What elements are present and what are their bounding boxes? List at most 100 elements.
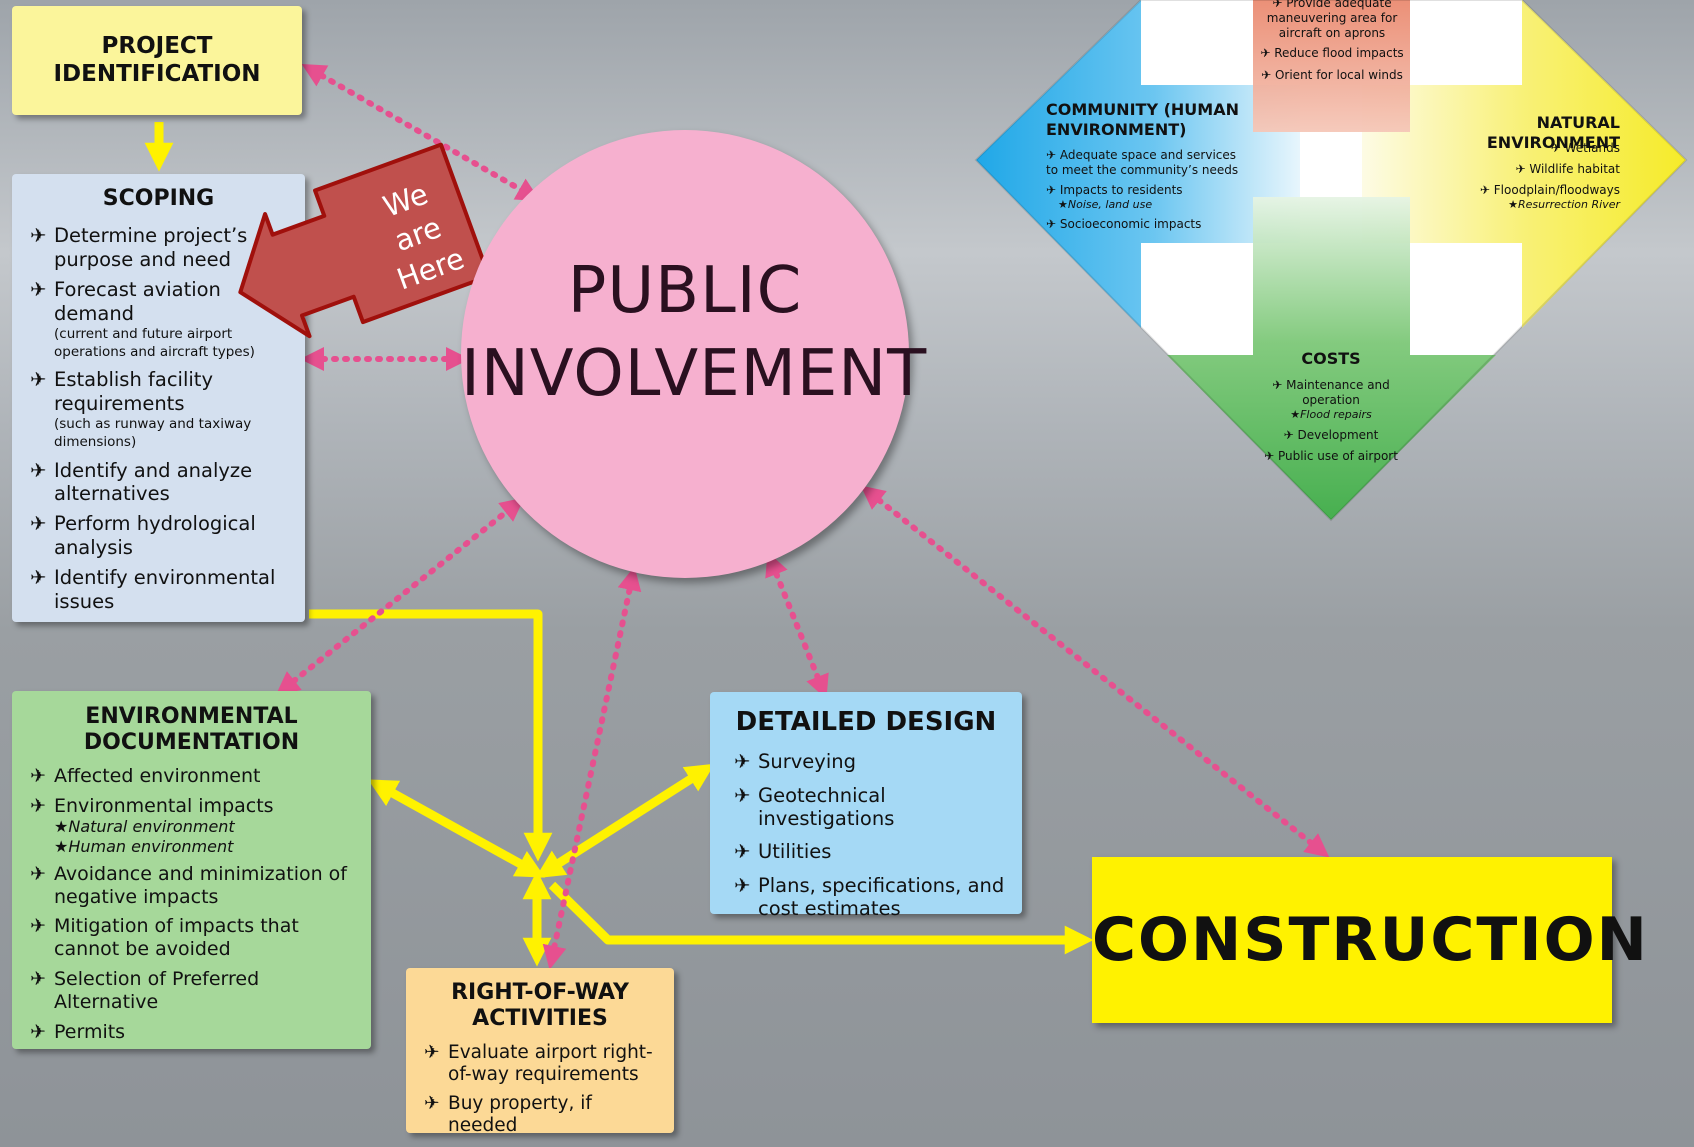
design-item: ✈Geotechnical investigations xyxy=(734,783,895,830)
design-item: ✈Plans, specifications, and cost estimat… xyxy=(734,873,1005,921)
top-panel xyxy=(1253,0,1410,132)
detailed-design-list: ✈Surveying ✈Geotechnical investigations … xyxy=(710,750,1022,920)
top-item-flood: ✈ Reduce flood impacts xyxy=(1258,46,1406,61)
airplane-icon: ✈ xyxy=(1283,427,1294,442)
airplane-icon: ✈ xyxy=(734,873,751,897)
airplane-icon: ✈ xyxy=(1260,46,1271,60)
top-item-winds: ✈ Orient for local winds xyxy=(1258,68,1406,83)
airplane-icon: ✈ xyxy=(1046,148,1057,162)
airplane-icon: ✈ xyxy=(1515,162,1526,176)
top-item-maneuvering: ✈ Provide adequate maneuvering area for … xyxy=(1258,0,1406,41)
dotted-arrow-project xyxy=(301,64,541,201)
airplane-icon: ✈ xyxy=(30,967,46,990)
construction-title: CONSTRUCTION xyxy=(1092,905,1649,975)
construction-box: CONSTRUCTION xyxy=(1092,857,1649,1023)
airplane-icon: ✈ xyxy=(1272,378,1283,392)
environmental-item: ✈Affected environment xyxy=(30,764,261,787)
costs-title: COSTS xyxy=(1301,349,1361,368)
natural-arrow xyxy=(1362,0,1686,328)
public-involvement-circle: PUBLIC INVOLVEMENT xyxy=(461,130,928,578)
scoping-item: ✈Determine project’s purpose and need xyxy=(30,224,248,271)
scoping-item: ✈Identify environmental issues xyxy=(30,566,276,613)
detailed-design-title: DETAILED DESIGN xyxy=(735,707,997,737)
natural-item: ✈ Wildlife habitat xyxy=(1515,162,1620,176)
airplane-icon: ✈ xyxy=(30,278,47,302)
star-icon: ★ xyxy=(54,836,69,856)
right-of-way-title: RIGHT-OF-WAY ACTIVITIES xyxy=(451,980,629,1032)
right-of-way-item: ✈Buy property, if needed xyxy=(424,1093,592,1137)
public-involvement-title: PUBLIC INVOLVEMENT xyxy=(461,254,928,412)
community-item: ✈ Socioeconomic impacts xyxy=(1046,216,1202,231)
airplane-icon: ✈ xyxy=(30,512,47,536)
natural-title: NATURAL ENVIRONMENT xyxy=(1486,113,1620,152)
costs-item: ✈ Maintenance and operation xyxy=(1272,378,1390,407)
airplane-icon: ✈ xyxy=(1046,183,1057,197)
environmental-item: ✈Selection of Preferred Alternative xyxy=(30,967,260,1013)
airplane-icon: ✈ xyxy=(1272,0,1283,10)
environmental-documentation-box: ENVIRONMENTAL DOCUMENTATION ✈Affected en… xyxy=(12,691,371,1049)
community-item: ✈ Adequate space and services to meet th… xyxy=(1046,148,1239,177)
project-identification-title: PROJECT IDENTIFICATION xyxy=(53,33,261,87)
environmental-item: ✈Avoidance and minimization of negative … xyxy=(30,862,347,908)
scoping-item: ✈Identify and analyze alternatives xyxy=(30,458,253,505)
costs-item: ✈ Public use of airport xyxy=(1264,448,1398,463)
airplane-icon: ✈ xyxy=(30,794,46,817)
star-icon: ★ xyxy=(1058,198,1068,211)
community-arrow xyxy=(976,0,1300,328)
top-item-text: Reduce flood impacts xyxy=(1274,46,1404,60)
costs-items: ✈ Maintenance and operation ★Flood repai… xyxy=(1262,378,1400,464)
airplane-icon: ✈ xyxy=(1046,216,1057,231)
dotted-arrow-design xyxy=(765,551,829,700)
airplane-icon: ✈ xyxy=(30,224,47,248)
star-item: ★Human environment xyxy=(54,836,234,856)
environmental-list: ✈Affected environment ✈Environmental imp… xyxy=(12,765,371,1044)
environmental-item: ✈Mitigation of impacts that cannot be av… xyxy=(30,915,299,961)
right-of-way-list: ✈Evaluate airport right-of-way requireme… xyxy=(406,1042,674,1138)
scoping-title: SCOPING xyxy=(102,186,215,211)
star-icon: ★ xyxy=(1290,408,1301,421)
dotted-arrow-environmental xyxy=(275,497,525,696)
airplane-icon: ✈ xyxy=(734,783,751,807)
airplane-icon: ✈ xyxy=(1261,68,1272,82)
natural-item: ✈ Floodplain/floodways xyxy=(1479,183,1620,197)
costs-item: ✈ Development xyxy=(1283,427,1379,442)
airplane-icon: ✈ xyxy=(1550,141,1561,155)
scoping-item: ✈Forecast aviation demand(current and fu… xyxy=(30,278,255,361)
airplane-icon: ✈ xyxy=(734,750,751,774)
airplane-icon: ✈ xyxy=(30,915,46,938)
airplane-icon: ✈ xyxy=(30,1020,46,1043)
environmental-item: ✈Environmental impacts ★Natural environm… xyxy=(28,795,363,856)
airplane-icon: ✈ xyxy=(424,1093,440,1115)
community-items: ✈ Adequate space and services to meet th… xyxy=(1046,148,1246,232)
costs-arrow xyxy=(1167,197,1496,520)
environmental-item: ✈Permits xyxy=(30,1020,126,1043)
project-identification-box: PROJECT IDENTIFICATION xyxy=(12,6,302,115)
airplane-icon: ✈ xyxy=(30,566,47,590)
airplane-icon: ✈ xyxy=(1264,448,1275,463)
scoping-item: ✈Establish facility requirements(such as… xyxy=(30,368,252,451)
detailed-design-box: DETAILED DESIGN ✈Surveying ✈Geotechnical… xyxy=(710,692,1022,920)
airplane-icon: ✈ xyxy=(30,764,46,787)
right-of-way-box: RIGHT-OF-WAY ACTIVITIES ✈Evaluate airpor… xyxy=(406,968,674,1136)
airplane-icon: ✈ xyxy=(424,1041,440,1063)
natural-item: ✈ Wetlands xyxy=(1550,141,1620,155)
dotted-arrow-rightofway xyxy=(542,566,642,970)
flow-arrow-hub-environmental xyxy=(367,779,546,878)
scoping-item: ✈Perform hydrological analysis xyxy=(30,512,256,559)
top-item-text: Provide adequate maneuvering area for ai… xyxy=(1266,0,1398,40)
star-icon: ★ xyxy=(1508,198,1518,211)
star-item: ★Natural environment xyxy=(54,817,235,837)
dotted-arrows xyxy=(275,64,1330,970)
airplane-icon: ✈ xyxy=(1479,183,1490,197)
design-item: ✈Utilities xyxy=(734,840,832,864)
top-item-text: Orient for local winds xyxy=(1274,68,1403,82)
airplane-icon: ✈ xyxy=(30,368,47,392)
dotted-arrow-construction xyxy=(860,485,1330,858)
environmental-documentation-title: ENVIRONMENTAL DOCUMENTATION xyxy=(83,704,300,756)
right-of-way-item: ✈Evaluate airport right-of-way requireme… xyxy=(424,1041,653,1085)
natural-items: ✈ Wetlands ✈ Wildlife habitat ✈ Floodpla… xyxy=(1430,141,1620,212)
airplane-icon: ✈ xyxy=(30,458,47,482)
